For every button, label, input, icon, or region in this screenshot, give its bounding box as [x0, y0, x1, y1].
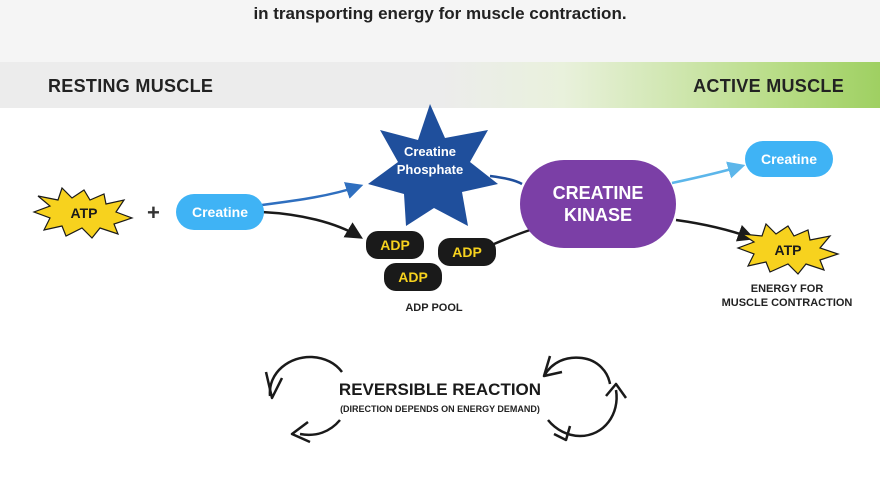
creatine-phosphate-line2: Phosphate [397, 162, 463, 177]
cycle-arrow-right-top [542, 356, 612, 385]
atp-right-label: ATP [775, 242, 802, 258]
atp-right-burst [736, 222, 840, 275]
creatine-kinase-enzyme: CREATINE KINASE [520, 160, 676, 248]
cycle-arrow-right-top-head [542, 355, 563, 378]
link-phosphate-kinase [489, 174, 523, 186]
adp-pool-label: ADP POOL [405, 302, 463, 314]
diagram-subtitle: in transporting energy for muscle contra… [253, 4, 627, 23]
header-background [0, 0, 880, 62]
enzyme-line1: CREATINE [552, 183, 644, 203]
cycle-arrow-left-top [268, 355, 343, 397]
adp-node-2: ADP [438, 238, 496, 266]
enzyme-line2: KINASE [563, 205, 632, 225]
arrow-to-adp [261, 210, 364, 239]
cycle-arrow-right-bottom-head [605, 382, 628, 399]
cycle-arrow-right-bottom-head2 [553, 425, 572, 442]
atp-left-burst [32, 186, 134, 239]
cycle-arrow-left-top-head [264, 371, 284, 400]
energy-label: ENERGY FOR MUSCLE CONTRACTION [712, 282, 862, 310]
cycle-arrow-right-bottom [547, 389, 618, 438]
arrow-to-creatine-right [671, 161, 746, 185]
creatine-left-node: Creatine [176, 194, 264, 230]
adp-node-3: ADP [384, 263, 442, 291]
arrow-to-creatine-phosphate [261, 182, 364, 207]
energy-line2: MUSCLE CONTRACTION [721, 297, 853, 309]
cycle-arrow-left-bottom [299, 419, 341, 437]
creatine-phosphate-line1: Creatine [404, 144, 456, 159]
reversible-reaction-subtitle: (DIRECTION DEPENDS ON ENERGY DEMAND) [340, 404, 540, 414]
muscle-state-band [0, 62, 880, 108]
energy-line1: ENERGY FOR [750, 283, 824, 295]
atp-left-label: ATP [71, 205, 98, 221]
cycle-arrow-left-bottom-head [290, 421, 311, 444]
adp-node-1: ADP [366, 231, 424, 259]
resting-muscle-label: RESTING MUSCLE [48, 76, 214, 96]
plus-sign: + [147, 200, 160, 225]
link-adp-kinase [493, 228, 531, 246]
active-muscle-label: ACTIVE MUSCLE [693, 76, 844, 96]
reversible-reaction-title: REVERSIBLE REACTION [338, 380, 542, 399]
arrow-to-atp-right [675, 218, 756, 242]
creatine-phosphate-shape [368, 104, 498, 226]
creatine-right-node: Creatine [745, 141, 833, 177]
